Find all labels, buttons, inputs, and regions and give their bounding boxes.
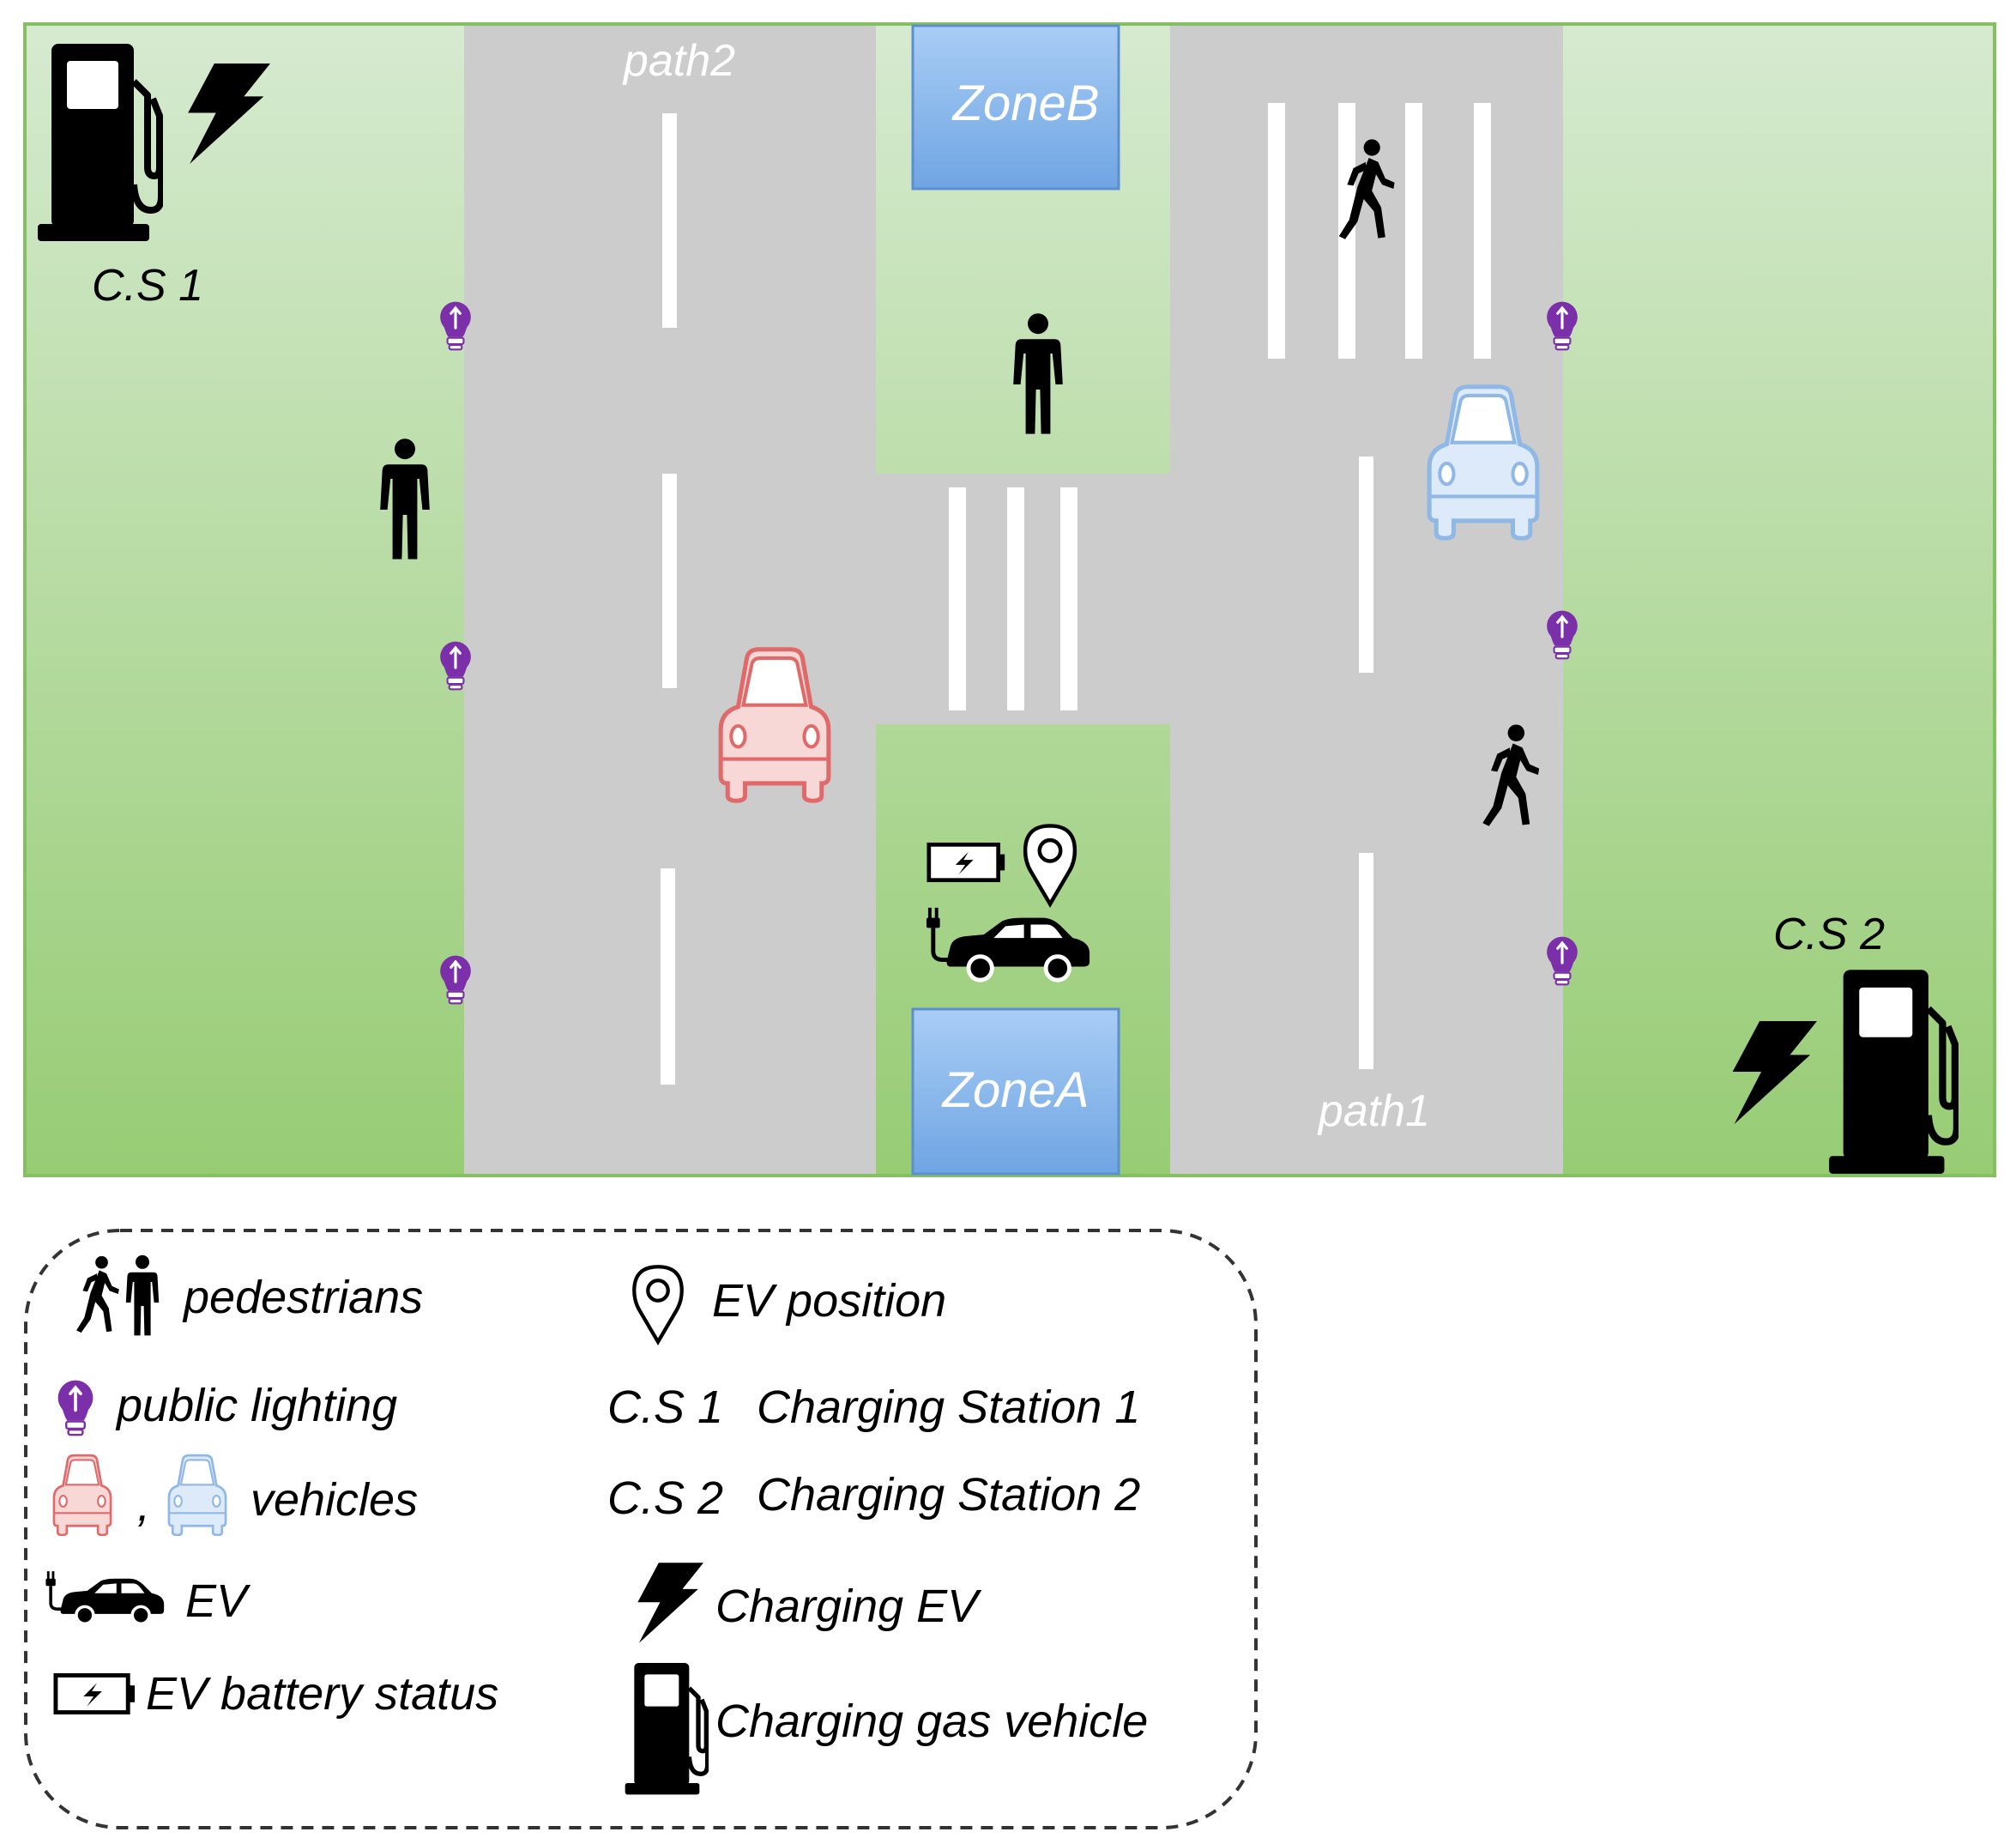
legend-public-lighting: public lighting bbox=[115, 1380, 397, 1431]
cs2-label: C.S 2 bbox=[1773, 910, 1885, 959]
vehicle-blue-icon bbox=[167, 1454, 227, 1536]
legend-cs1-full: Charging Station 1 bbox=[757, 1381, 1140, 1433]
legend: pedestrians public lighting , vehicles E… bbox=[24, 1229, 1258, 1829]
legend-border bbox=[24, 1229, 1258, 1829]
legend-cs2-abbr: C.S 2 bbox=[607, 1472, 723, 1524]
pedestrian-walking-icon bbox=[76, 1255, 119, 1333]
ev-icon bbox=[45, 1569, 166, 1626]
ev-battery-icon bbox=[56, 1675, 135, 1712]
zone-b-label: ZoneB bbox=[951, 76, 1100, 131]
path1-label: path1 bbox=[1317, 1086, 1430, 1136]
gas-pump-icon bbox=[625, 1663, 708, 1794]
legend-charging-gas: Charging gas vehicle bbox=[715, 1696, 1148, 1747]
legend-vehicles-separator: , bbox=[137, 1479, 150, 1531]
path2-label: path2 bbox=[622, 36, 735, 86]
vehicle-red-icon bbox=[52, 1454, 112, 1536]
legend-charging-ev: Charging EV bbox=[715, 1581, 982, 1632]
pedestrian-standing-icon bbox=[125, 1255, 160, 1336]
ev-position-icon bbox=[634, 1267, 681, 1341]
legend-ev-position: EV position bbox=[712, 1275, 946, 1327]
legend-vehicles: vehicles bbox=[250, 1474, 418, 1526]
zone-b-box bbox=[911, 24, 1120, 190]
street-scene: ZoneB ZoneA path2 path1 C.S 1 C.S 2 bbox=[23, 22, 1996, 1177]
cs1-label: C.S 1 bbox=[92, 261, 203, 311]
public-light-icon bbox=[56, 1378, 95, 1437]
legend-cs2-full: Charging Station 2 bbox=[757, 1469, 1140, 1521]
charging-bolt-icon bbox=[637, 1563, 703, 1643]
legend-cs1-abbr: C.S 1 bbox=[607, 1381, 723, 1433]
legend-ev-battery: EV battery status bbox=[146, 1668, 498, 1720]
legend-ev: EV bbox=[185, 1575, 251, 1627]
ev-battery-icon bbox=[929, 844, 1005, 880]
zone-a-label: ZoneA bbox=[941, 1062, 1089, 1118]
legend-pedestrians: pedestrians bbox=[182, 1272, 423, 1323]
lane-markings bbox=[661, 113, 1373, 1085]
crosswalk-middle bbox=[949, 487, 1077, 710]
crosswalk-upper bbox=[1268, 103, 1491, 359]
zone-a-box bbox=[911, 1007, 1120, 1176]
